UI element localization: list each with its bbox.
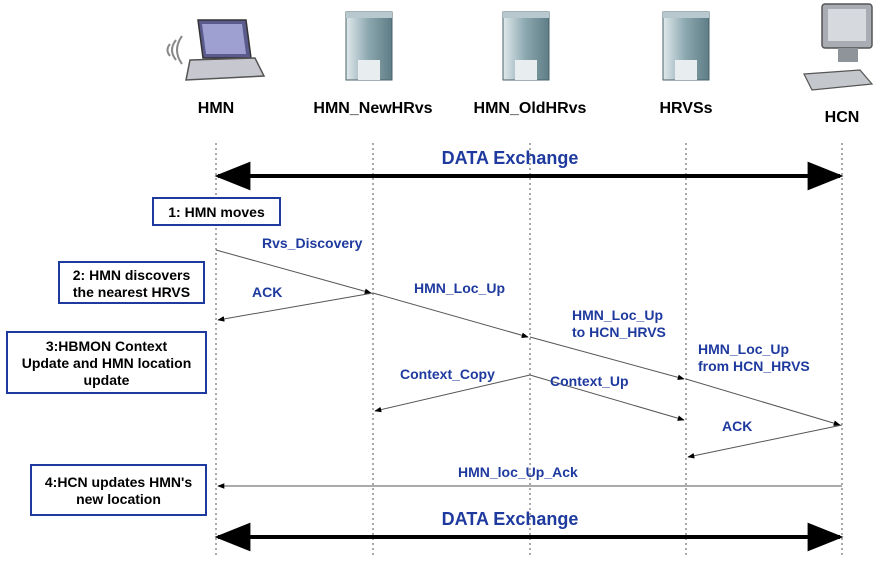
step-note-2-line-1: 2: HMN discovers	[72, 267, 191, 283]
msg-arrow-rvs-discovery	[215, 249, 372, 295]
msg-label-loc-up-to-b: to HCN_HRVS	[572, 324, 666, 340]
msg-label-loc-up-from-a: HMN_Loc_Up	[698, 341, 789, 357]
step-note-3: 3:HBMON Context Update and HMN location …	[6, 331, 207, 394]
laptop-wifi-icon	[166, 19, 266, 81]
server-icon	[662, 11, 710, 81]
step-note-3-line-1: 3:HBMON Context	[45, 338, 168, 354]
msg-arrow-loc-up-from-hcn-hrvs	[685, 378, 841, 426]
lifelines	[215, 143, 843, 558]
msg-label-loc-up-from-b: from HCN_HRVS	[698, 358, 810, 374]
entity-label-hmn: HMN	[198, 100, 234, 117]
msg-label-loc-up-to-a: HMN_Loc_Up	[572, 307, 663, 323]
server-icon	[502, 11, 550, 81]
msg-arrow-ack-2	[687, 424, 843, 459]
data-exchange-label-bottom: DATA Exchange	[442, 509, 579, 529]
msg-label-loc-up: HMN_Loc_Up	[414, 280, 505, 296]
msg-label-context-up: Context_Up	[550, 373, 629, 389]
step-note-1-line: 1: HMN moves	[168, 204, 265, 220]
step-note-3-line-3: update	[83, 372, 130, 388]
msg-label-context-copy: Context_Copy	[400, 366, 495, 382]
msg-arrow-loc-up	[372, 292, 529, 338]
msg-arrow-ack-1	[217, 292, 374, 322]
step-note-2-line-2: the nearest HRVS	[72, 284, 191, 300]
msg-label-loc-up-ack: HMN_loc_Up_Ack	[458, 464, 578, 480]
server-icon	[345, 11, 393, 81]
entity-label-hrvss: HRVSs	[659, 100, 712, 117]
step-note-3-line-2: Update and HMN location	[21, 355, 192, 371]
msg-arrow-context-copy	[374, 374, 531, 413]
entity-label-newhrvs: HMN_NewHRvs	[313, 100, 432, 117]
msg-arrow-loc-up-to-hcn-hrvs	[529, 336, 685, 381]
desktop-computer-icon	[803, 3, 874, 91]
msg-label-rvs-discovery: Rvs_Discovery	[262, 235, 363, 251]
entity-label-oldhrvs: HMN_OldHRvs	[474, 100, 587, 117]
msg-label-ack-1: ACK	[252, 284, 282, 300]
step-note-4-line-2: new location	[76, 491, 161, 507]
msg-label-ack-2: ACK	[722, 418, 752, 434]
step-note-4-line-1: 4:HCN updates HMN's	[44, 474, 193, 490]
msg-arrow-context-up	[529, 374, 685, 421]
entity-label-hcn: HCN	[825, 109, 860, 126]
step-note-2: 2: HMN discovers the nearest HRVS	[58, 261, 205, 304]
step-note-1: 1: HMN moves	[152, 197, 281, 226]
data-exchange-label-top: DATA Exchange	[442, 148, 579, 168]
step-note-4: 4:HCN updates HMN's new location	[30, 464, 207, 516]
